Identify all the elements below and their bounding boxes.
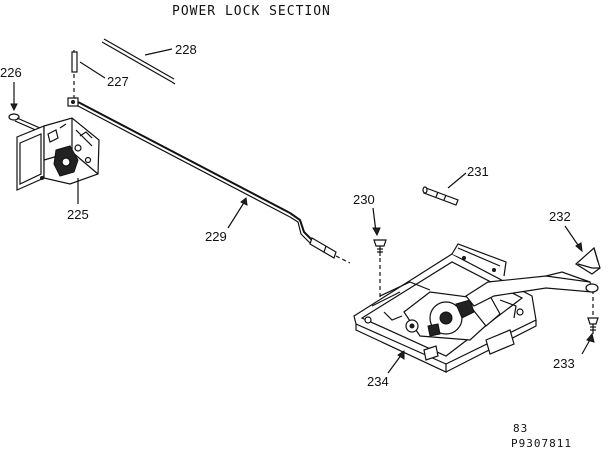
leader-229: [227, 200, 246, 229]
label-226: 226: [0, 65, 22, 80]
arrow-230: [372, 227, 381, 237]
leader-234: [387, 353, 403, 374]
part-234-base-plate: [353, 243, 599, 373]
label-227: 227: [107, 74, 129, 89]
arrow-229: [240, 197, 248, 206]
leader-232: [564, 225, 581, 249]
arrow-226: [10, 103, 18, 112]
part-226-screw: [8, 113, 41, 132]
leader-227: [79, 61, 106, 79]
label-231: 231: [467, 164, 489, 179]
label-230: 230: [353, 192, 375, 207]
arrow-234: [397, 350, 405, 360]
part-228-rod: [101, 38, 176, 85]
label-229: 229: [205, 229, 227, 244]
leader-231: [447, 172, 467, 189]
arrow-232: [575, 242, 583, 253]
label-234: 234: [367, 374, 389, 389]
part-229-link-rod: [67, 97, 351, 264]
label-225: 225: [67, 207, 89, 222]
part-233-screw: [587, 317, 599, 334]
part-227-pin: [71, 50, 78, 73]
leader-228: [144, 48, 173, 56]
part-231-pin: [422, 186, 459, 206]
label-233: 233: [553, 356, 575, 371]
arrow-233: [586, 332, 595, 343]
part-232-knob: [575, 246, 601, 275]
diagram-title: POWER LOCK SECTION: [172, 4, 331, 19]
footer-code-1: 83: [513, 422, 528, 435]
label-232: 232: [549, 209, 571, 224]
part-225-switch: [16, 117, 100, 191]
part-230-screw: [373, 239, 387, 256]
footer-code-2: P9307811: [511, 437, 572, 450]
label-228: 228: [175, 42, 197, 57]
